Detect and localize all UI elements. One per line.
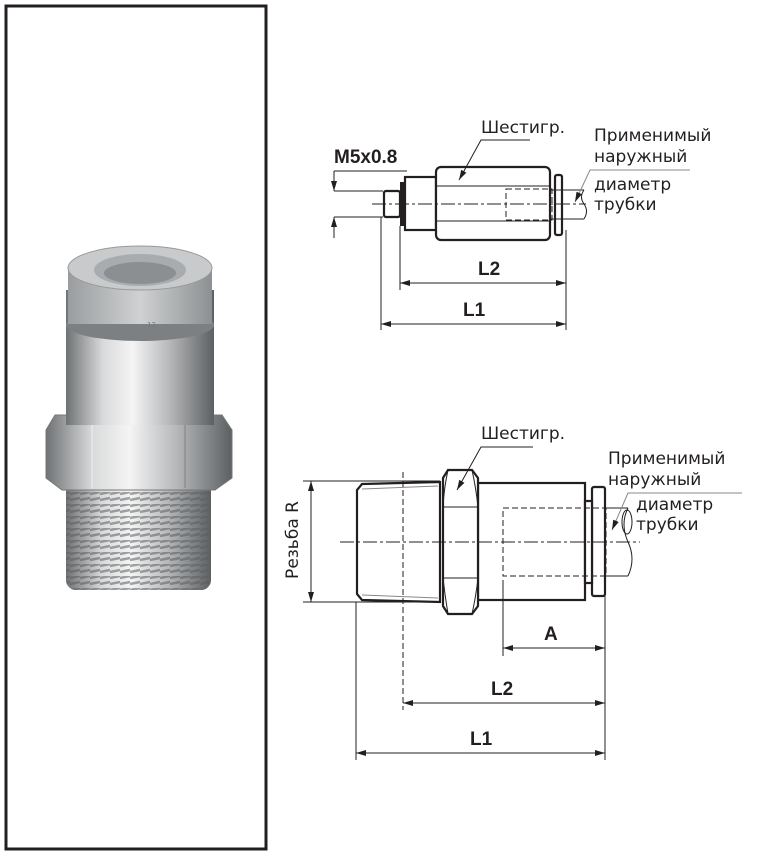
tube-label-line3-top: диаметр: [594, 175, 671, 195]
dim-l2-top: L2: [478, 259, 500, 280]
tube-label-line2-top: наружный: [594, 147, 687, 167]
tube-label-line4-bottom: трубки: [636, 515, 699, 535]
tube-label-line1-top: Применимый: [594, 126, 711, 146]
tube-label-line4-top: трубки: [594, 195, 657, 215]
product-photo-panel: 12: [4, 4, 268, 851]
dim-l1-bottom: L1: [470, 729, 493, 750]
dim-l2-bottom: L2: [491, 679, 513, 700]
cap-marking: 12: [147, 321, 156, 329]
tube-label-line1-bottom: Применимый: [608, 449, 725, 469]
top-drawing-m5: M5x0.8 Шестигр. Применимый наружный диам…: [331, 118, 711, 330]
hex-label-top: Шестигр.: [481, 118, 565, 138]
fitting-photo: 12: [45, 245, 233, 590]
thread-label-m5: M5x0.8: [334, 147, 397, 168]
tube-label-line2-bottom: наружный: [608, 470, 701, 490]
tube-label-line3-bottom: диаметр: [636, 495, 713, 515]
bottom-drawing-r-thread: Резьба R Шестигр. Применимый наружный ди…: [283, 424, 742, 760]
dim-l1-top: L1: [463, 300, 486, 321]
hex-label-bottom: Шестигр.: [481, 424, 565, 444]
thread-label-r: Резьба R: [283, 501, 303, 579]
dim-a: A: [544, 624, 558, 645]
